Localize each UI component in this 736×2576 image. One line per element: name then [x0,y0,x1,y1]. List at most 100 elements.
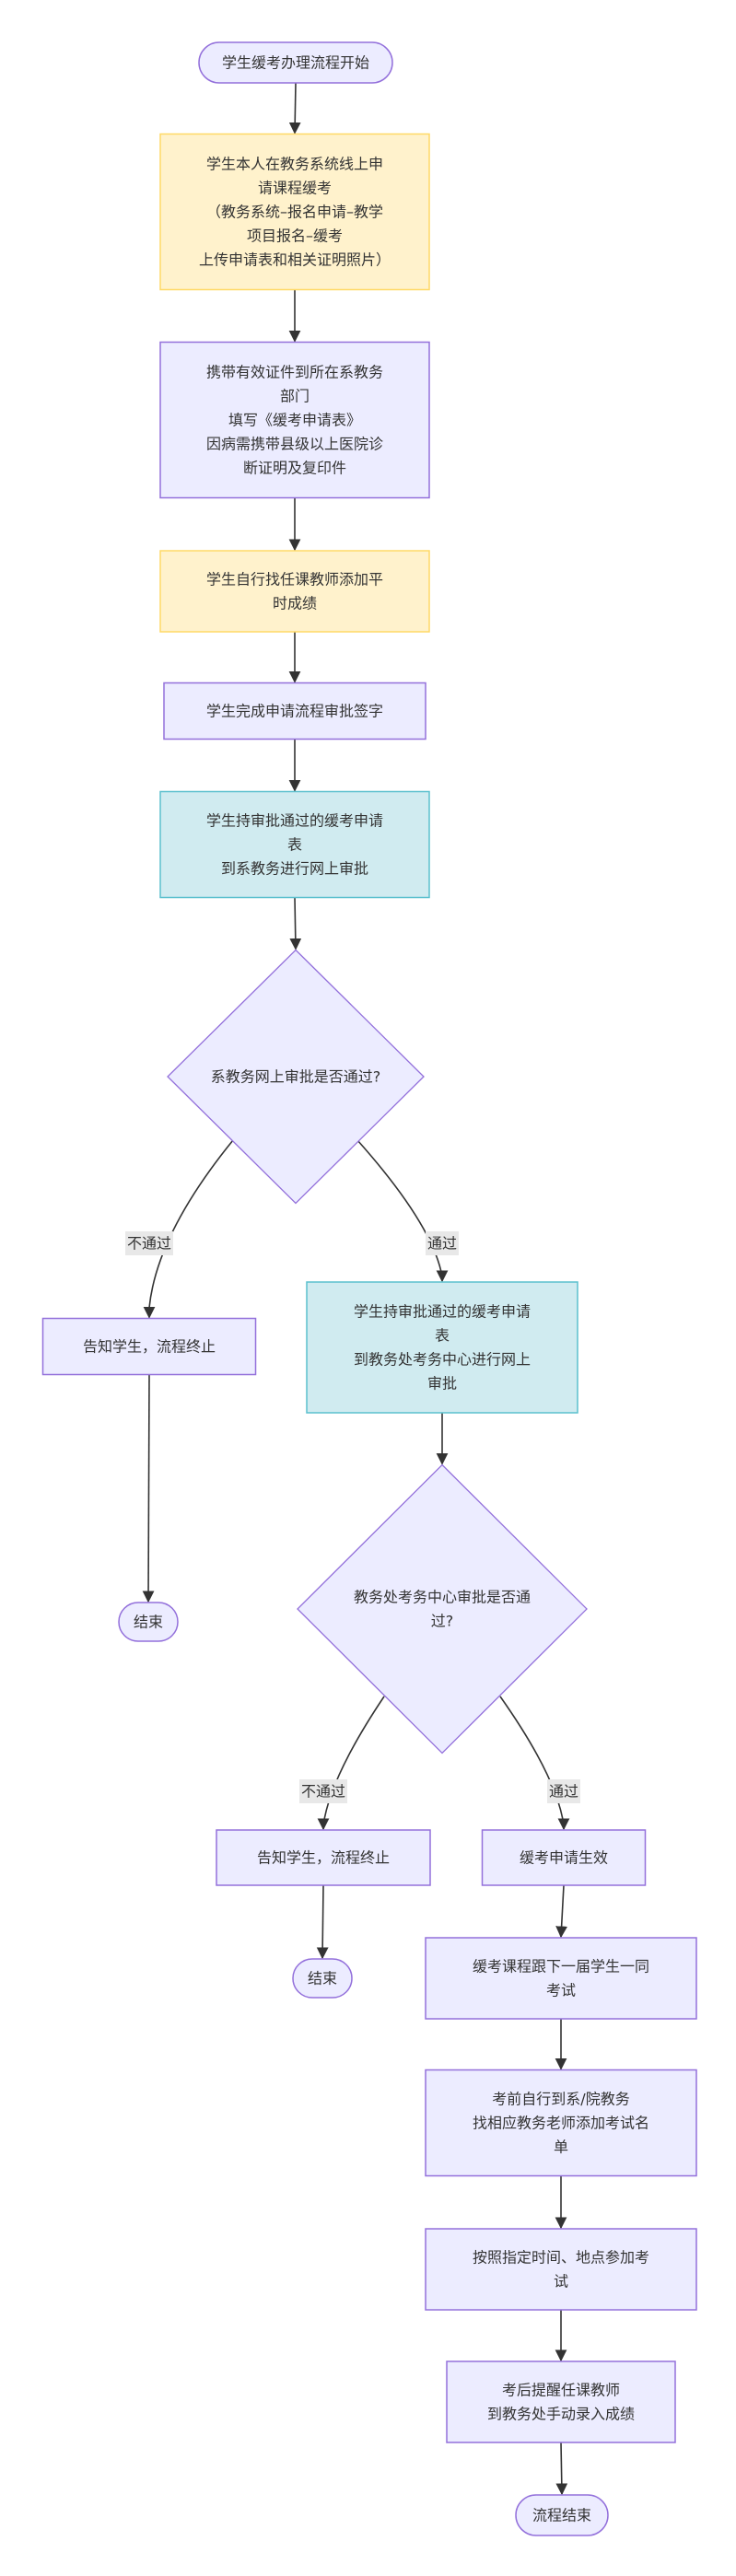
node-end1: 结束 [118,1602,179,1642]
node-text: 考前自行到系/院教务 [492,2091,629,2108]
decision-shape [167,949,425,1205]
edge-label-text: 不通过 [301,1783,345,1801]
node-apply-online: 学生本人在教务系统线上申请课程缓考（教务系统–报名申请–教学项目报名–缓考上传申… [159,133,430,291]
node-text: 缓考课程跟下一届学生一同 [473,1958,649,1976]
process-shape [425,2228,697,2311]
node-text: 缓考申请生效 [520,1849,608,1867]
edge-decision2-to-reject2 [317,1696,385,1831]
node-decision1: 系教务网上审批是否通过? [167,949,425,1205]
node-text: 表 [287,836,302,854]
node-text: 单 [554,2139,568,2156]
node-text: 考试 [546,1982,576,1999]
node-text: 表 [435,1327,450,1345]
node-text: 告知学生，流程终止 [83,1338,216,1356]
edge-label-text: 通过 [549,1783,578,1801]
edge-labels-layer: 不通过通过不通过通过 [125,1231,580,1803]
edge-decision2-to-effective [499,1696,570,1831]
node-text: 考后提醒任课教师 [502,2382,620,2399]
node-text: 学生完成申请流程审批签字 [206,703,383,720]
node-text: 学生持审批通过的缓考申请 [354,1303,531,1321]
node-text: 请课程缓考 [258,180,332,197]
process-shape [41,1317,257,1376]
edge-label-background [125,1231,173,1255]
node-reject2: 告知学生，流程终止 [216,1829,431,1886]
node-text: 项目报名–缓考 [247,227,343,245]
node-text: 因病需携带县级以上医院诊 [206,436,383,453]
process-shape [159,133,430,291]
edge-label: 通过 [426,1231,459,1255]
nodes-layer: 学生缓考办理流程开始学生本人在教务系统线上申请课程缓考（教务系统–报名申请–教学… [41,41,697,2536]
node-effective: 缓考申请生效 [481,1829,647,1886]
terminal-shape [515,2494,609,2536]
edge-effective-to-next-cohort [555,1884,568,1939]
process-shape [159,341,430,499]
node-text: 告知学生，流程终止 [257,1849,390,1867]
edge-start-to-apply-online [288,82,301,134]
node-text: 过? [431,1613,454,1630]
edge-reject1-to-end1 [142,1374,155,1603]
edge-label-text: 通过 [427,1235,457,1253]
node-start: 学生缓考办理流程开始 [198,41,393,84]
edge-reject2-to-end2 [316,1884,329,1960]
process-shape [216,1829,431,1886]
process-shape [446,2360,676,2443]
process-shape [425,2069,697,2177]
node-text: （教务系统–报名申请–教学 [206,204,383,221]
node-text: 系教务网上审批是否通过? [211,1068,381,1086]
process-shape [159,790,430,899]
process-shape [425,1937,697,2020]
terminal-shape [198,41,393,84]
edge-decision1-to-reject1 [143,1139,234,1319]
terminal-shape [292,1958,353,1999]
node-text: 按照指定时间、地点参加考 [473,2249,649,2267]
edge-remind-to-finish [555,2442,568,2496]
edge-label-background [299,1779,347,1803]
process-shape [159,550,430,633]
node-text: 学生自行找任课教师添加平 [206,571,383,589]
node-text: 教务处考务中心审批是否通 [354,1589,531,1606]
edge-decision1-to-office-online [356,1139,449,1283]
node-text: 流程结束 [532,2507,591,2524]
node-text: 到教务处手动录入成绩 [487,2406,635,2423]
node-text: 携带有效证件到所在系教务 [206,364,383,381]
process-shape [163,682,426,740]
node-sign: 学生完成申请流程审批签字 [163,682,426,740]
process-shape [306,1281,578,1414]
edge-label: 不通过 [125,1231,173,1255]
node-text: 上传申请表和相关证明照片） [199,251,391,269]
edge-label-text: 不通过 [127,1235,171,1253]
node-finish: 流程结束 [515,2494,609,2536]
node-text: 审批 [427,1375,457,1393]
edges-layer [142,82,570,2496]
process-shape [481,1829,647,1886]
node-text: 试 [554,2273,568,2290]
node-bring-docs: 携带有效证件到所在系教务部门填写《缓考申请表》因病需携带县级以上医院诊断证明及复… [159,341,430,499]
edge-label: 通过 [547,1779,580,1803]
node-reject1: 告知学生，流程终止 [41,1317,257,1376]
node-text: 时成绩 [273,595,317,612]
node-text: 找相应教务老师添加考试名 [473,2115,649,2132]
node-end2: 结束 [292,1958,353,1999]
decision-shape [297,1463,588,1754]
edge-label-background [547,1779,580,1803]
edge-dept-online-to-decision1 [289,897,302,950]
edge-label: 不通过 [299,1779,347,1803]
node-text: 到教务处考务中心进行网上 [354,1351,531,1369]
node-text: 断证明及复印件 [243,460,346,477]
node-text: 学生持审批通过的缓考申请 [206,812,383,830]
node-text: 结束 [308,1970,337,1987]
node-text: 结束 [134,1614,163,1631]
node-text: 到系教务进行网上审批 [221,860,368,878]
terminal-shape [118,1602,179,1642]
node-text: 学生缓考办理流程开始 [222,54,369,72]
edge-label-background [426,1231,459,1255]
